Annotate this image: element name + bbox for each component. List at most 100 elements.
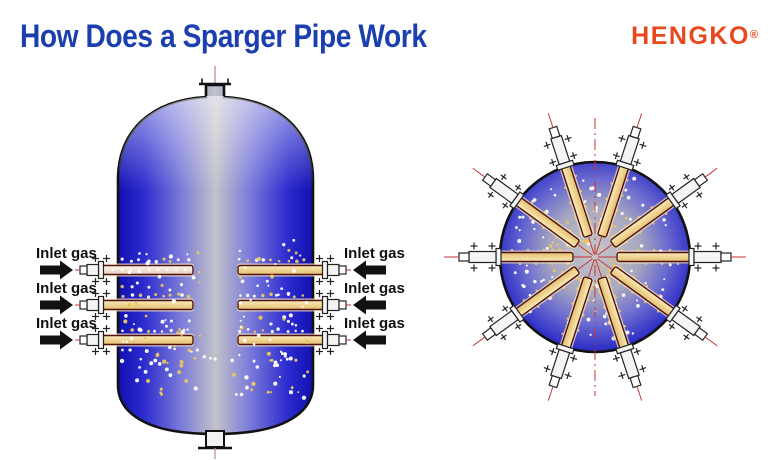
pipe-connector — [86, 298, 100, 312]
radial-sparger-pipes — [444, 113, 746, 401]
pipe-centerline — [577, 258, 593, 270]
sparger-pipe-assembly — [75, 290, 194, 320]
bubble — [179, 283, 184, 287]
bubble — [255, 365, 260, 369]
bubble — [149, 361, 154, 366]
bubble — [162, 294, 165, 298]
pore-dot — [156, 268, 160, 272]
pipe-connector — [550, 348, 571, 380]
bubble — [160, 330, 164, 333]
bubble — [664, 224, 667, 227]
bubble — [256, 333, 261, 338]
bolt-cross — [682, 305, 688, 312]
connector-tip — [548, 374, 561, 389]
sparger-pipe-assembly — [75, 255, 194, 285]
connector-tip — [629, 374, 642, 389]
bubble — [269, 274, 275, 279]
bubble — [286, 291, 291, 296]
bubble — [566, 220, 569, 224]
bubble — [143, 336, 147, 340]
bubble — [288, 356, 293, 361]
bolt-cross — [696, 316, 702, 323]
radial-pipe-assembly — [597, 167, 718, 256]
bubble — [243, 266, 247, 269]
bolt-cross — [570, 356, 578, 361]
bubble — [290, 256, 294, 260]
bubble — [168, 373, 173, 378]
inlet-gas-label: Inlet gas — [36, 315, 97, 332]
bubble — [299, 254, 302, 257]
bolt-cross — [549, 349, 557, 354]
bottom-nozzle-neck — [205, 430, 225, 448]
bubble — [234, 392, 238, 396]
bubble — [238, 353, 241, 357]
bubble — [533, 279, 537, 284]
bubble — [162, 359, 167, 364]
bubble — [237, 257, 241, 261]
pipe-connector — [619, 134, 640, 166]
bolt-cross — [696, 191, 702, 198]
connector-tip — [79, 265, 88, 275]
bubble — [198, 334, 202, 337]
bubble — [242, 315, 246, 318]
bubble — [120, 257, 124, 261]
bubble — [246, 327, 250, 331]
bubble — [190, 350, 193, 353]
pore-dot — [129, 268, 133, 272]
bubble — [625, 216, 628, 220]
inlet-gas-label: Inlet gas — [344, 280, 405, 297]
bubble — [269, 292, 273, 297]
bubble — [132, 323, 135, 326]
bubble — [159, 387, 163, 391]
bubble — [548, 244, 553, 248]
bubble — [135, 281, 139, 285]
bubble — [515, 226, 518, 229]
bubble — [305, 339, 310, 344]
bubble — [644, 281, 647, 285]
pipe-centerline — [472, 167, 486, 178]
bubble — [159, 391, 163, 395]
bubble — [278, 375, 281, 378]
bubble — [525, 264, 528, 267]
bubble — [591, 186, 595, 190]
bubble — [524, 269, 529, 274]
pipe-centerline — [597, 244, 613, 256]
bubble — [144, 314, 148, 318]
bubble — [606, 273, 611, 277]
connector-tip — [481, 326, 497, 342]
bubble — [290, 322, 294, 326]
bubble — [582, 179, 585, 182]
bubble — [668, 263, 672, 267]
bubble — [540, 279, 543, 283]
bubble — [129, 259, 133, 263]
bubble — [267, 284, 270, 287]
radial-pipe-assembly — [597, 258, 718, 347]
bubble — [270, 358, 274, 362]
bubble — [244, 375, 249, 380]
pipe-connector — [326, 333, 340, 347]
bubble — [294, 251, 298, 255]
bubble — [127, 270, 132, 275]
sparger-pipe-assembly — [237, 255, 351, 285]
bubble — [261, 258, 266, 262]
bubble — [176, 331, 179, 334]
pipe-centerline — [636, 386, 643, 401]
tank-dome-sheen — [119, 96, 313, 191]
bubble — [251, 381, 256, 387]
registered-mark: ® — [749, 29, 758, 41]
brand-name: HENGKO — [631, 22, 750, 50]
sparger-pipe — [97, 299, 194, 311]
bubble — [242, 338, 247, 343]
bubble — [136, 258, 140, 262]
pipe-centerline — [588, 236, 595, 255]
bubble — [269, 258, 272, 262]
bubble — [169, 319, 173, 323]
bubble — [238, 249, 242, 253]
bubble — [641, 203, 645, 207]
bubble — [119, 358, 125, 364]
bolt-cross — [612, 153, 620, 158]
bubble — [186, 294, 191, 299]
bubble — [593, 208, 598, 214]
bubble — [291, 268, 296, 273]
bubble — [237, 329, 242, 334]
